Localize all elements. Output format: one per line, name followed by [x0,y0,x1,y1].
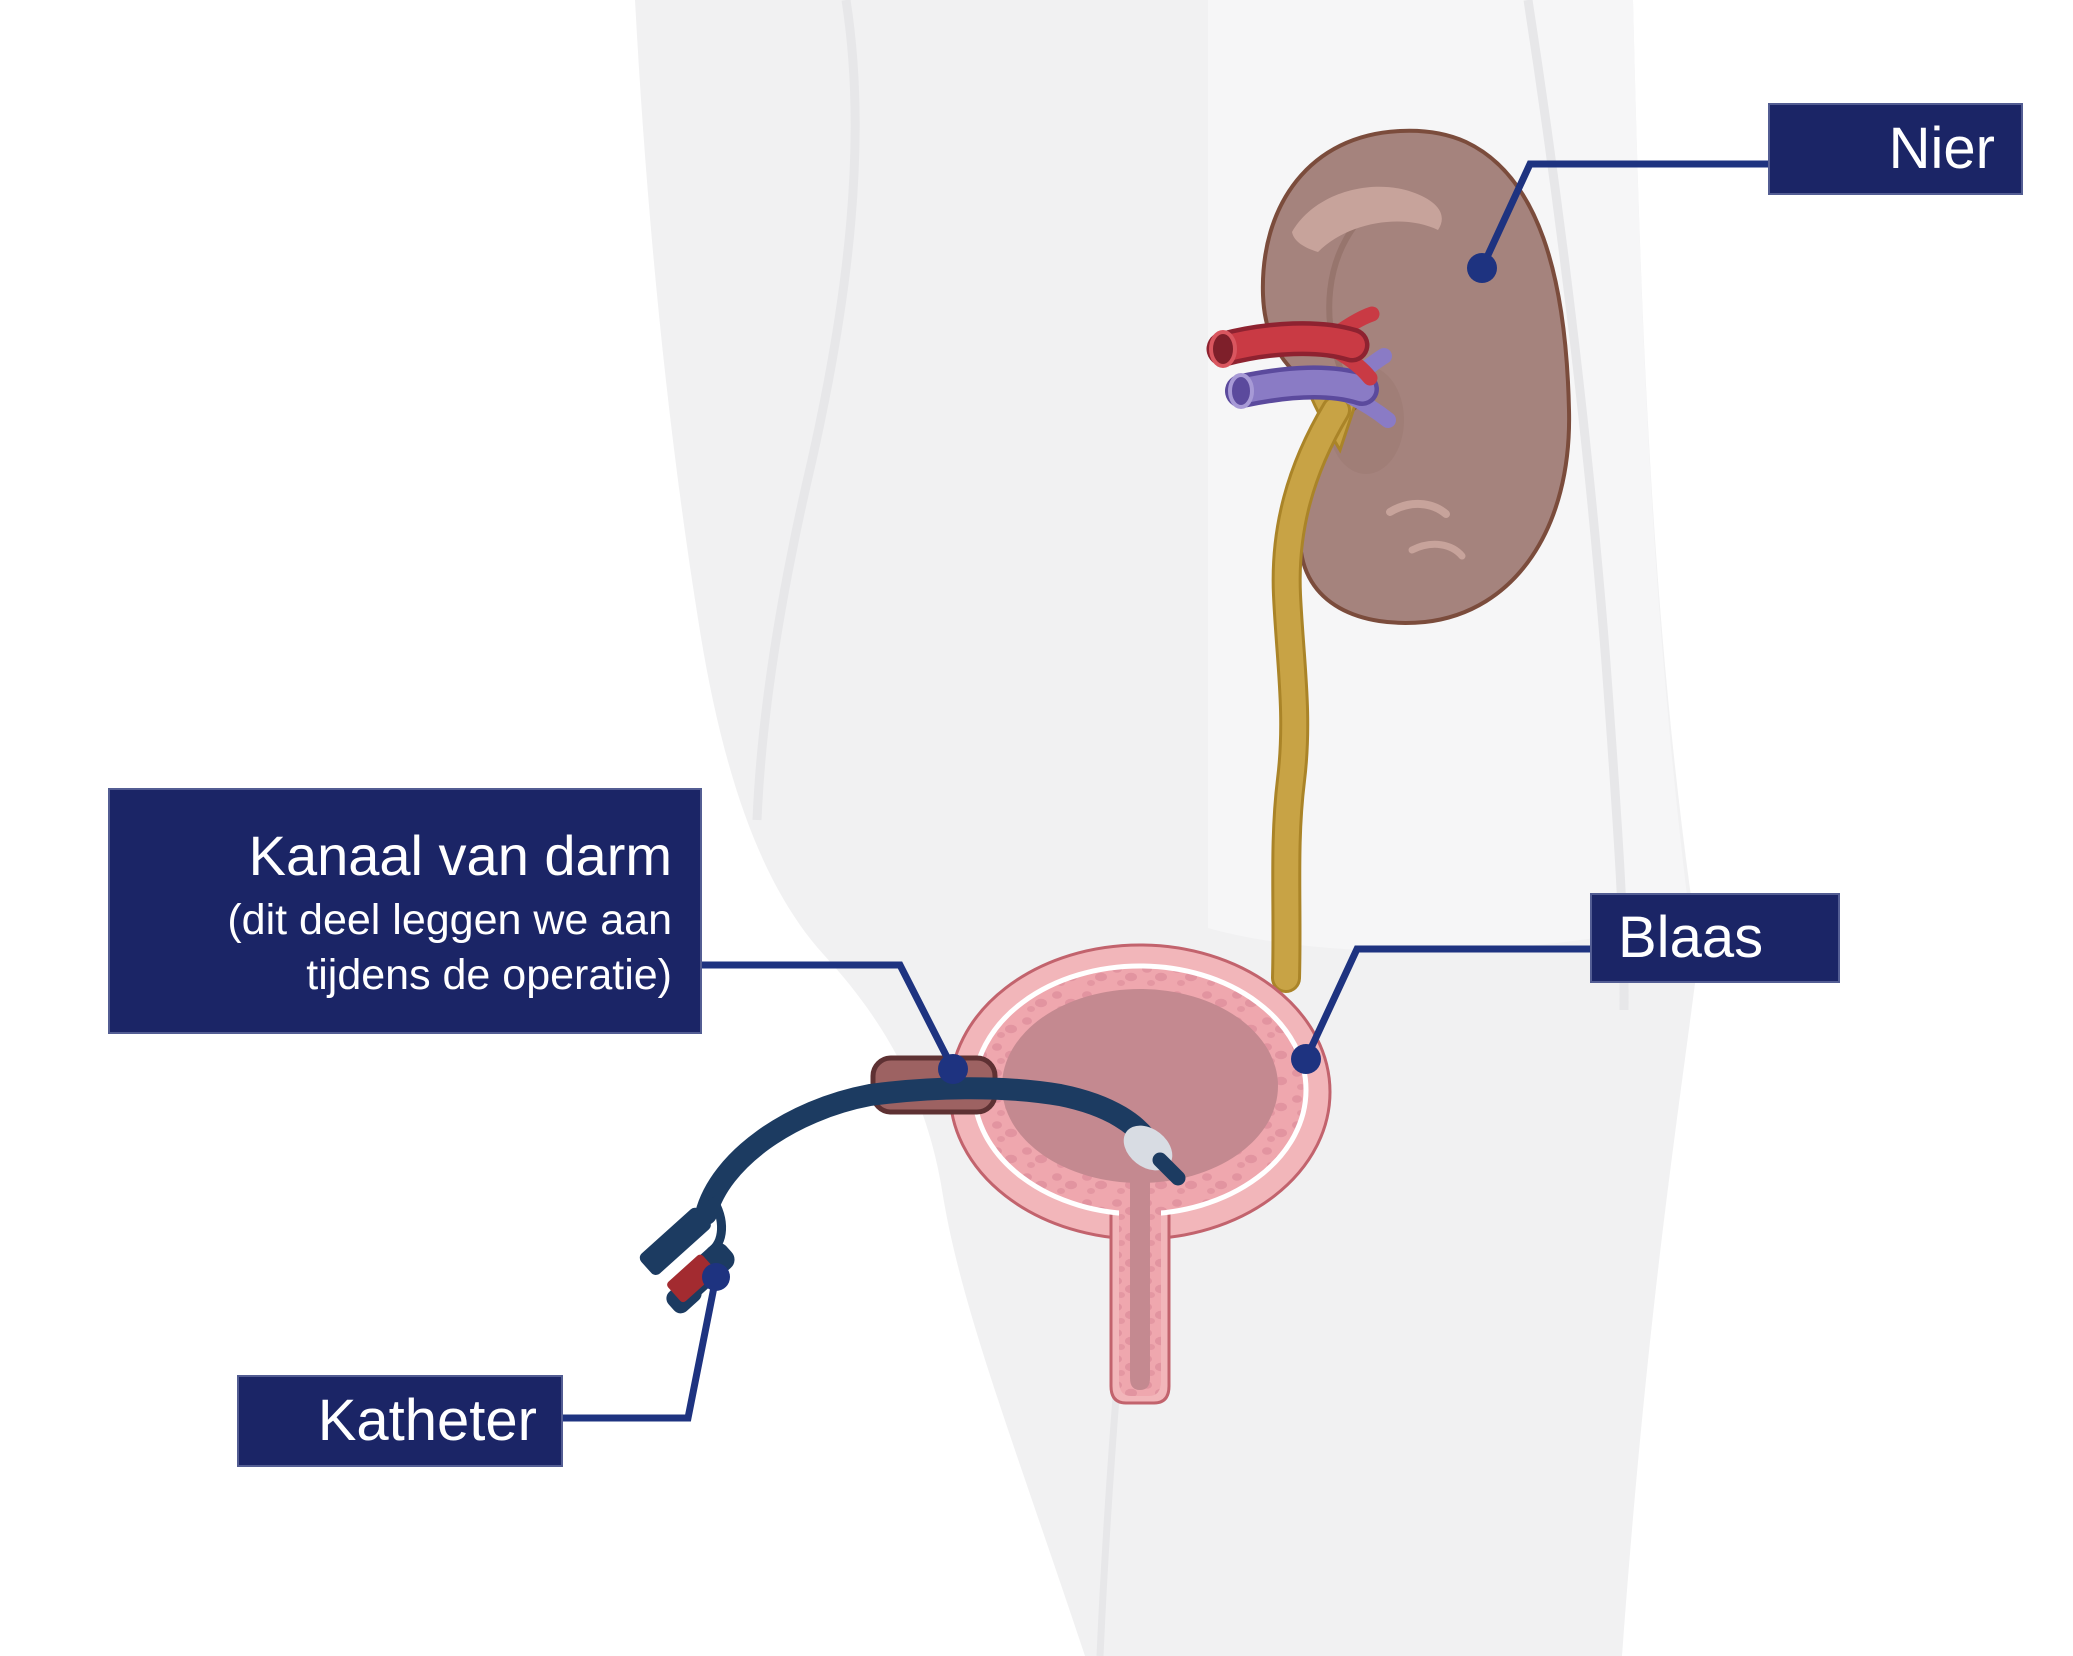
label-katheter: Katheter [237,1375,563,1467]
catheter-tip [1152,1152,1186,1186]
kidney-highlight-low [1408,540,1466,560]
label-blaas: Blaas [1590,893,1840,983]
kidney-highlight-top [1292,186,1442,252]
label-kanaal-van-darm: Kanaal van darm (dit deel leggen we aan … [108,788,702,1034]
label-nier-text: Nier [1888,116,1995,182]
bladder-cavity [1002,989,1278,1183]
body-contour-back [752,0,860,821]
catheter-funnel [639,1207,711,1276]
connector-line-katheter [563,1276,720,1422]
connector-dot-kanaal [938,1054,968,1084]
renal-vein [1225,348,1396,428]
connector-dot-nier [1467,253,1497,283]
renal-artery-tube [1211,325,1365,362]
urethra-inner [1130,1170,1150,1390]
connector-line-blaas [1302,945,1590,1061]
label-blaas-text: Blaas [1618,905,1764,971]
connector-line-kanaal [702,961,957,1071]
connector-dot-blaas [1291,1044,1321,1074]
annotation-dots [702,253,1497,1291]
catheter-tube [695,1077,1163,1225]
renal-artery [1206,306,1380,386]
connector-line-nier [1478,160,1768,270]
catheter-clamp [667,1254,717,1303]
label-kanaal-subtitle: (dit deel leggen we aan tijdens de opera… [227,896,672,999]
renal-artery-opening [1209,330,1237,368]
connector-dot-katheter [702,1263,730,1291]
annotation-connectors [563,160,1768,1422]
bladder [948,943,1332,1405]
label-katheter-text: Katheter [317,1388,537,1454]
label-nier: Nier [1768,103,2023,195]
renal-vein-opening [1228,373,1254,409]
renal-vein-tube [1229,369,1375,404]
label-kanaal-title: Kanaal van darm [248,824,672,887]
ureter [1271,392,1361,993]
ureter-tube [1274,398,1348,990]
kidney-highlight-mid [1386,500,1450,518]
